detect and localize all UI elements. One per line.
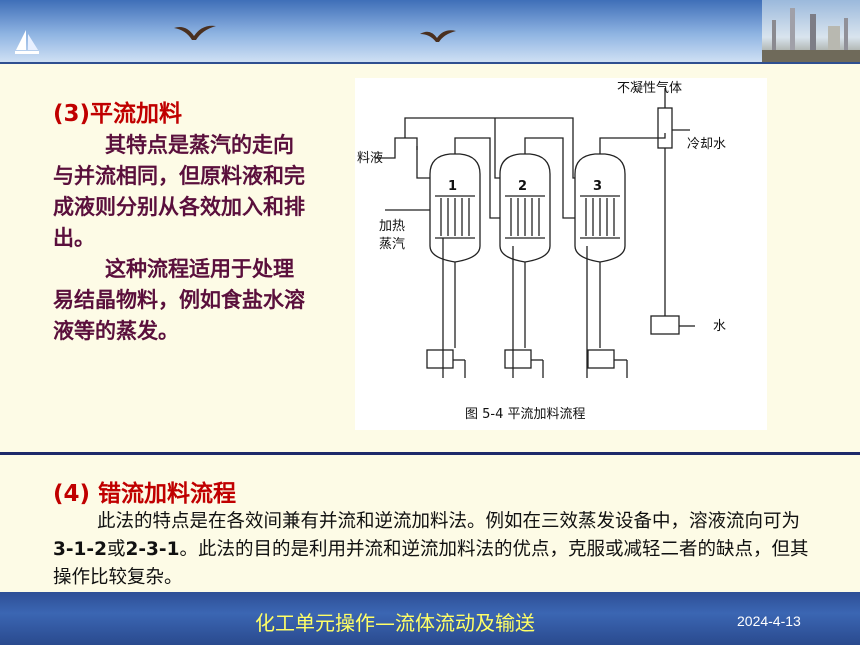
section4-heading: (4) 错流加料流程 bbox=[53, 481, 237, 507]
evaporator-1 bbox=[429, 153, 481, 263]
section3-heading: (3)平流加料 bbox=[53, 101, 183, 127]
section4-body: 此法的特点是在各效间兼有并流和逆流加料法。例如在三效蒸发设备中，溶液流向可为 3-… bbox=[53, 508, 813, 592]
evaporator-3 bbox=[574, 153, 626, 263]
figure-caption: 图 5-4 平流加料流程 bbox=[465, 407, 586, 422]
evaporator-2 bbox=[499, 153, 551, 263]
section4-order-2: 2-3-1 bbox=[125, 539, 180, 560]
section4-text-c: 。此法的目的是利用并流和逆流加料法的优点，克服或减轻二者的缺点，但其操作比较复杂… bbox=[53, 539, 809, 588]
sailboat-icon bbox=[15, 30, 39, 54]
section-divider bbox=[0, 452, 860, 455]
label-water: 水 bbox=[713, 319, 726, 334]
footer-title: 化工单元操作—流体流动及输送 bbox=[255, 611, 535, 635]
label-heating-1: 加热 bbox=[379, 219, 405, 234]
section4-order-1: 3-1-2 bbox=[53, 539, 107, 560]
footer-date: 2024-4-13 bbox=[737, 613, 801, 629]
label-heating-2: 蒸汽 bbox=[379, 237, 405, 252]
section3-para1: 其特点是蒸汽的走向与并流相同，但原料液和完成液则分别从各效加入和排出。 bbox=[53, 133, 305, 250]
section4-text-b: 或 bbox=[106, 539, 126, 560]
section3-body: 其特点是蒸汽的走向与并流相同，但原料液和完成液则分别从各效加入和排出。这种流程适… bbox=[53, 130, 313, 347]
header-divider bbox=[0, 62, 860, 64]
label-effect-2: 2 bbox=[518, 179, 527, 194]
condenser bbox=[650, 88, 695, 335]
refinery-photo bbox=[762, 0, 860, 62]
section3-para2: 这种流程适用于处理易结晶物料，例如食盐水溶液等的蒸发。 bbox=[53, 257, 305, 343]
bird-icon bbox=[174, 25, 216, 40]
label-effect-1: 1 bbox=[448, 179, 457, 194]
header-band bbox=[0, 0, 860, 62]
label-noncondensable: 不凝性气体 bbox=[617, 80, 682, 96]
flow-diagram: 不凝性气体 料液 冷却水 加热 蒸汽 水 1 2 3 图 5-4 平流加料流程 bbox=[355, 78, 767, 430]
label-feed: 料液 bbox=[357, 151, 383, 166]
footer-band bbox=[0, 592, 860, 645]
label-cooling-water: 冷却水 bbox=[687, 137, 726, 152]
bird-icon bbox=[420, 30, 456, 42]
label-effect-3: 3 bbox=[593, 179, 602, 194]
section4-text-a: 此法的特点是在各效间兼有并流和逆流加料法。例如在三效蒸发设备中，溶液流向可为 bbox=[97, 511, 801, 532]
